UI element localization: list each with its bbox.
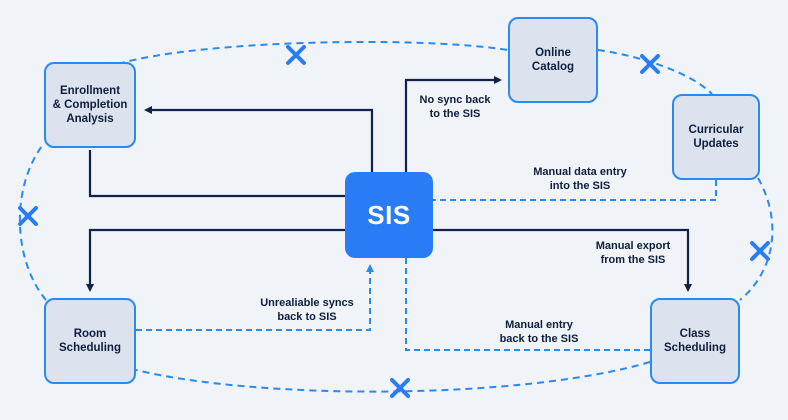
link-curricular-class	[739, 177, 774, 301]
curricular-updates-node: Curricular Updates	[672, 94, 760, 180]
online-catalog-label: Online Catalog	[531, 47, 575, 73]
room-scheduling-node: Room Scheduling	[44, 298, 136, 384]
broken-link-markers	[18, 45, 770, 398]
solid-connectors	[86, 76, 692, 292]
sis-hub-node: SIS	[345, 172, 433, 258]
connector-sis-to-room	[86, 228, 345, 292]
link-room-enrollment	[19, 145, 47, 301]
x-icon	[750, 241, 770, 261]
unreliable-syncs-label: Unrealiable syncs back to SIS	[260, 297, 354, 323]
connector-class-to-sis	[405, 258, 650, 351]
connector-sis-to-catalog	[404, 76, 502, 172]
connector-sis-to-enrollment	[144, 106, 374, 172]
online-catalog-node: Online Catalog	[508, 17, 598, 103]
x-icon	[286, 45, 306, 65]
curricular-updates-label: Curricular Updates	[688, 124, 744, 150]
x-icon	[18, 206, 38, 226]
link-enrollment-catalog	[117, 40, 509, 65]
enrollment-completion-node: Enrollment & Completion Analysis	[44, 62, 136, 148]
x-icon	[390, 378, 410, 398]
room-scheduling-label: Room Scheduling	[59, 328, 121, 354]
manual-export-label: Manual export from the SIS	[595, 240, 671, 266]
sis-label: SIS	[367, 199, 411, 230]
link-catalog-curricular	[597, 49, 713, 95]
dashed-connectors	[136, 180, 717, 351]
enrollment-completion-label: Enrollment & Completion Analysis	[52, 85, 128, 125]
connector-enrollment-to-sis	[88, 150, 345, 198]
manual-data-entry-label: Manual data entry into the SIS	[533, 166, 627, 192]
manual-entry-back-label: Manual entry back to the SIS	[499, 319, 579, 345]
connector-curricular-to-sis	[433, 180, 717, 201]
class-scheduling-label: Class Scheduling	[664, 328, 726, 354]
link-class-room	[135, 361, 651, 393]
outer-dashed-loop	[19, 40, 774, 393]
no-sync-label: No sync back to the SIS	[419, 94, 491, 120]
class-scheduling-node: Class Scheduling	[650, 298, 740, 384]
connector-room-to-sis	[136, 264, 374, 331]
x-icon	[640, 54, 660, 74]
connector-sis-to-class	[433, 228, 692, 292]
